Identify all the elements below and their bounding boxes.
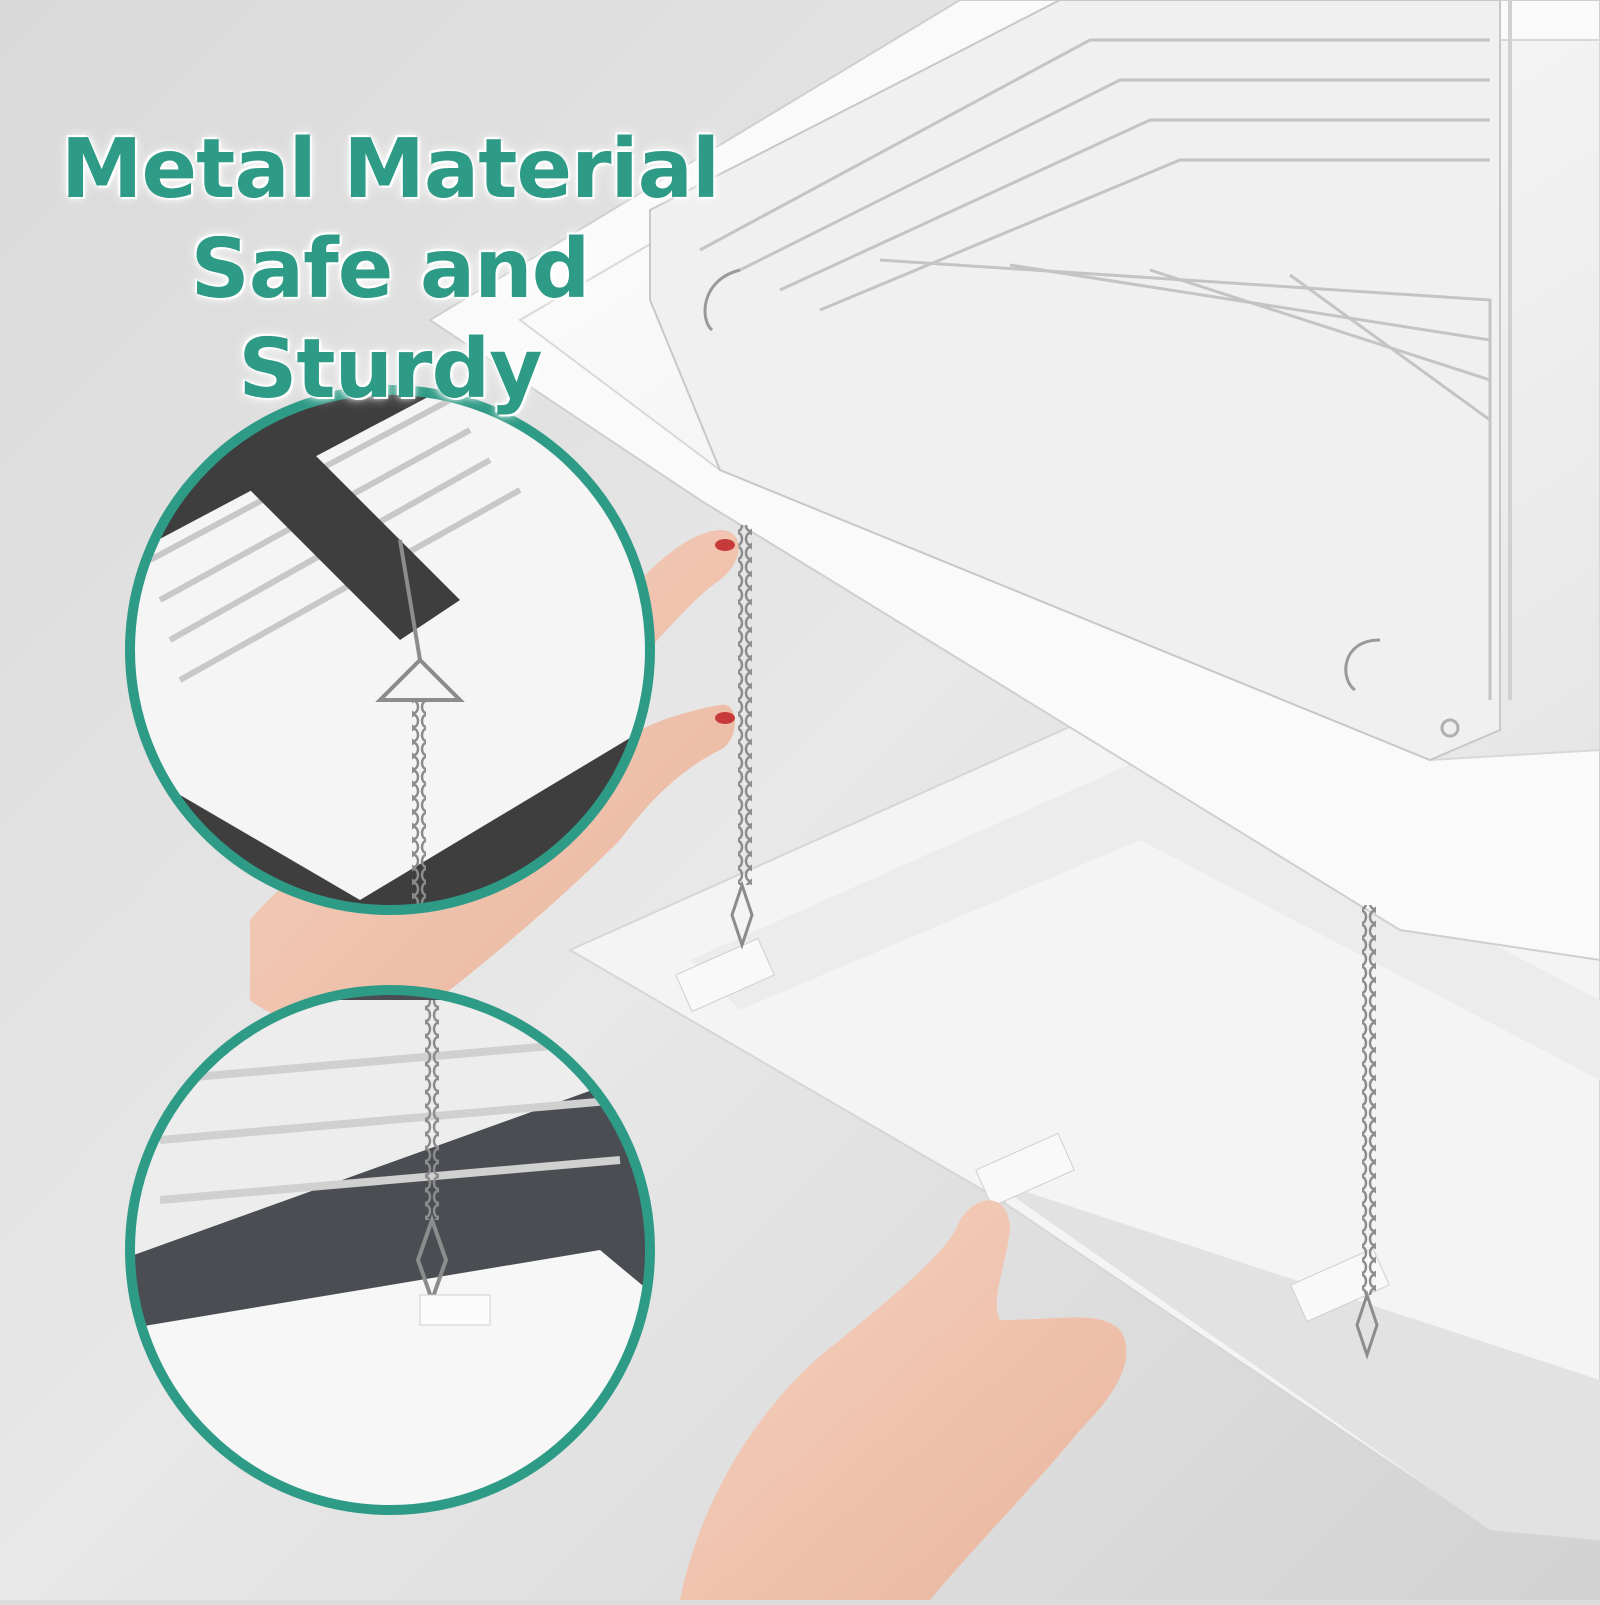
- headline-line-1: Metal Material: [60, 122, 720, 217]
- zoom-circle-clip: [125, 385, 655, 915]
- headline-line-2: Safe and Sturdy: [190, 222, 591, 417]
- zoom-circle-hook: [125, 985, 655, 1515]
- deflector-panel: [567, 698, 1600, 1542]
- ceiling-vent: [428, 0, 1600, 962]
- chains: [730, 525, 1379, 1360]
- headline: Metal Material Safe and Sturdy: [40, 120, 740, 420]
- lower-hand: [680, 1200, 1127, 1600]
